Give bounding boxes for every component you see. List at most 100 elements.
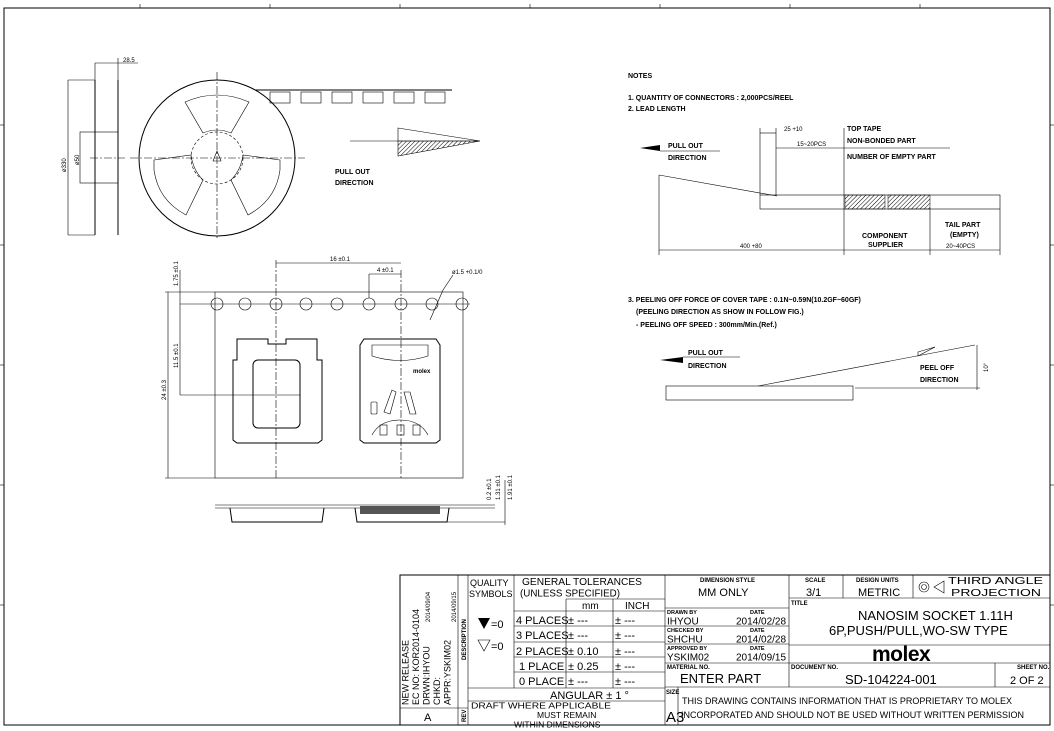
center-115-dim: 11.5 ±0.1 xyxy=(174,343,180,368)
scale-label: SCALE xyxy=(805,578,825,584)
tolerance-row: 3 PLACES ± --- ± --- xyxy=(516,630,635,642)
title-label: TITLE xyxy=(791,601,808,607)
quality-symbol-2: =0 xyxy=(491,641,504,653)
tol-mm: ± --- xyxy=(568,630,588,642)
note-2: 2. LEAD LENGTH xyxy=(628,106,686,113)
peel-pull-out: PULL OUT xyxy=(688,350,724,357)
quality-label: QUALITY xyxy=(470,578,509,588)
thick-191-dim: 1.91 ±0.1 xyxy=(508,474,514,500)
rev-desc-3: DRWN:IHYOU xyxy=(422,646,432,705)
reel-pull-out-label: PULL OUT xyxy=(335,169,371,176)
lead-pcs-15-20: 15~20PCS xyxy=(797,142,826,148)
tol-mm: ± 0.25 xyxy=(568,661,599,673)
tol-inch: ± --- xyxy=(615,676,635,688)
component-label: COMPONENT xyxy=(862,233,908,240)
note-3b: (PEELING DIRECTION AS SHOW IN FOLLOW FIG… xyxy=(636,309,804,316)
material-label: MATERIAL NO. xyxy=(667,665,710,671)
mm-col: mm xyxy=(582,601,599,612)
rev-desc-2: EC NO: KOR2014-0104 xyxy=(411,609,421,705)
pitch-16-dim: 16 ±0.1 xyxy=(330,257,351,263)
material-value: ENTER PART xyxy=(680,671,761,686)
tol-inch: ± --- xyxy=(615,661,635,673)
proprietary-notice-2: INCORPORATED AND SHOULD NOT BE USED WITH… xyxy=(681,710,1024,720)
quality-symbol-1: =0 xyxy=(491,619,504,631)
lead-pull-out: PULL OUT xyxy=(668,143,704,150)
reel-tape: PULL OUT DIRECTION xyxy=(255,89,481,187)
lead-direction: DIRECTION xyxy=(668,155,707,162)
rev-desc-4: CHKD: xyxy=(432,677,442,705)
approved-date: 2014/09/15 xyxy=(736,653,786,664)
angular-tolerance: ANGULAR ± 1 ° xyxy=(550,690,629,702)
size-label: SIZE xyxy=(666,690,679,696)
connector-logo: molex xyxy=(413,369,431,375)
reel-hub-dia: ø50 xyxy=(75,154,81,165)
note-1: 1. QUANTITY OF CONNECTORS : 2,000PCS/REE… xyxy=(628,95,794,102)
notes: NOTES 1. QUANTITY OF CONNECTORS : 2,000P… xyxy=(628,73,1001,401)
draft-note-3: WITHIN DIMENSIONS xyxy=(514,720,601,730)
inch-col: INCH xyxy=(625,601,649,612)
drawing-title-2: 6P,PUSH/PULL,WO-SW TYPE xyxy=(829,623,1008,638)
width-24-dim: 24 ±0.3 xyxy=(162,379,168,400)
reel-front-view xyxy=(130,72,305,240)
projection-line-1: THIRD ANGLE xyxy=(948,576,1043,587)
tail-part-label: TAIL PART xyxy=(945,222,981,229)
date-label: DATE xyxy=(750,610,765,616)
checked-date: 2014/02/28 xyxy=(736,635,786,646)
tol-label: 1 PLACE xyxy=(519,661,564,673)
tol-label: 2 PLACES xyxy=(516,646,569,658)
title-block: NEW RELEASE EC NO: KOR2014-0104 DRWN:IHY… xyxy=(399,574,1051,730)
approved-by-label: APPROVED BY xyxy=(667,646,707,652)
tolerance-row: 4 PLACES ± --- ± --- xyxy=(516,615,635,627)
lead-dim-400: 400 +80 xyxy=(740,244,763,250)
tol-mm: ± --- xyxy=(568,676,588,688)
date-label: DATE xyxy=(750,628,765,634)
tolerance-row: 0 PLACE ± --- ± --- xyxy=(519,676,635,688)
approval-block: DIMENSION STYLE MM ONLY DRAWN BY DATE IH… xyxy=(664,575,1050,726)
rev-desc-1: NEW RELEASE xyxy=(401,640,411,705)
reel-width-dim: 28.5 xyxy=(123,58,135,64)
tol-label: 0 PLACE xyxy=(519,676,564,688)
description-label: DESCRIPTION xyxy=(462,619,468,660)
note-3a: 3. PEELING OFF FORCE OF COVER TAPE : 0.1… xyxy=(628,297,861,304)
date-label: DATE xyxy=(750,646,765,652)
tol-inch: ± --- xyxy=(615,630,635,642)
dim-style-value: MM ONLY xyxy=(698,587,749,599)
gen-tol-title: GENERAL TOLERANCES xyxy=(522,577,642,588)
projection-line-2: PROJECTION xyxy=(951,588,1041,599)
non-bonded-label: NON-BONDED PART xyxy=(847,138,916,145)
pitch-4-dim: 4 ±0.1 xyxy=(377,268,394,274)
carrier-tape-view: molex 16 ±0.1 4 ±0.1 ø1.5 +0.1/0 1.75 ±0… xyxy=(162,257,483,480)
units-value: METRIC xyxy=(858,587,900,599)
sheet-value: 2 OF 2 xyxy=(1010,675,1044,687)
revision-block: NEW RELEASE EC NO: KOR2014-0104 DRWN:IHY… xyxy=(400,575,469,725)
top-tape-label: TOP TAPE xyxy=(847,126,882,133)
size-value: A3 xyxy=(666,709,684,726)
sheet-label: SHEET NO. xyxy=(1017,665,1050,671)
triangle-outline-icon xyxy=(477,639,491,652)
rev-date-2: 2014/09/15 xyxy=(452,591,458,622)
empty-part-label: NUMBER OF EMPTY PART xyxy=(847,154,937,161)
tolerance-row: 2 PLACES ± 0.10 ± --- xyxy=(516,646,635,658)
peel-diagram: PULL OUT DIRECTION 10° PEEL OFF DIRECTIO… xyxy=(660,344,990,401)
drawn-date: 2014/02/28 xyxy=(736,617,786,628)
checked-by-label: CHECKED BY xyxy=(667,628,704,634)
reel-outer-dia: ø330 xyxy=(62,158,68,172)
tol-label: 4 PLACES xyxy=(516,615,569,627)
thick-02-dim: 0.2 ±0.1 xyxy=(487,478,493,500)
tail-pcs-label: 20~40PCS xyxy=(946,244,975,250)
tol-mm: ± 0.10 xyxy=(568,646,599,658)
rev-label: REV xyxy=(462,710,468,722)
scale-value: 3/1 xyxy=(806,587,821,599)
drawn-by-label: DRAWN BY xyxy=(667,610,697,616)
note-3c: - PEELING OFF SPEED : 300mm/Min.(Ref.) xyxy=(636,322,777,329)
supplier-label: SUPPLIER xyxy=(868,242,903,249)
dim-style-label: DIMENSION STYLE xyxy=(700,578,755,584)
doc-no-label: DOCUMENT NO. xyxy=(791,665,838,671)
molex-logo: molex xyxy=(872,643,931,666)
rev-desc-5: APPR:YSKIM02 xyxy=(443,640,453,705)
notes-title: NOTES xyxy=(628,73,652,80)
checked-by: SHCHU xyxy=(667,635,703,646)
tol-mm: ± --- xyxy=(568,615,588,627)
drawn-by: IHYOU xyxy=(667,617,699,628)
